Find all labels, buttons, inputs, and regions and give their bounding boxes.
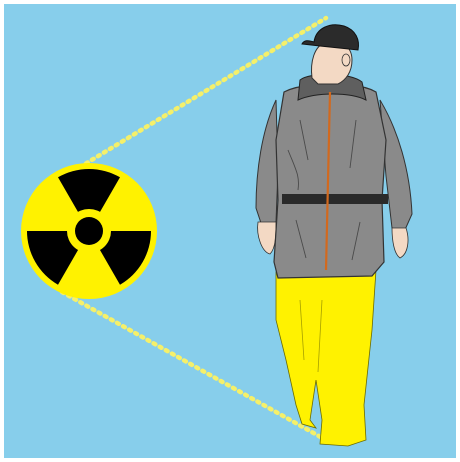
- ear: [342, 54, 350, 66]
- jacket-belt: [282, 194, 388, 204]
- trefoil-center: [75, 217, 103, 245]
